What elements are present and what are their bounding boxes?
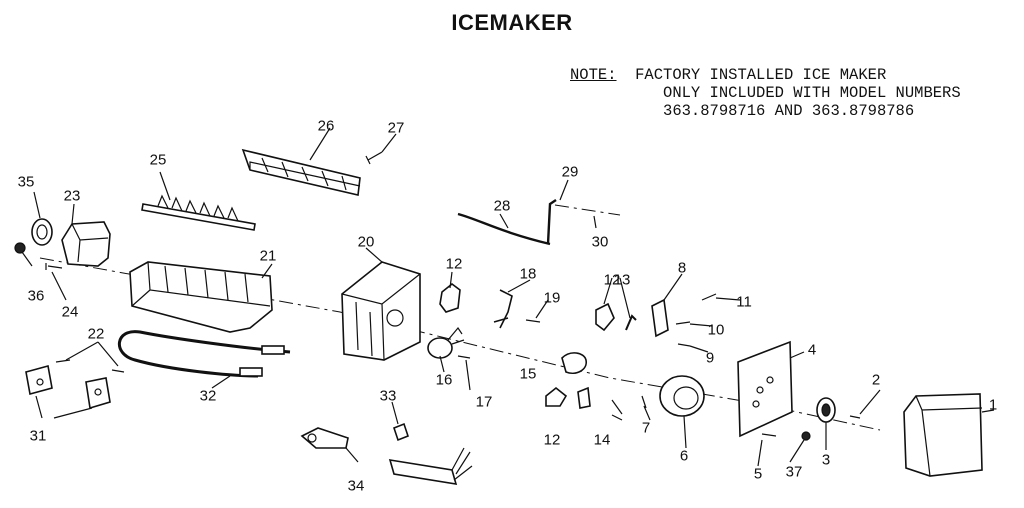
part-27-screw [365,151,383,165]
callout-3: 3 [821,451,831,469]
part-33-clip [393,422,409,442]
part-32-heater [117,330,291,378]
callout-23: 23 [63,187,81,205]
callout-35: 35 [17,173,35,191]
callout-24: 24 [61,303,79,321]
part-28-shutoff-arm [457,199,557,246]
part-9-screw [677,343,691,347]
callout-12-mid: 12 [603,271,621,289]
callout-14: 14 [593,431,611,449]
part-22-screws [55,359,125,373]
callout-10: 10 [707,321,725,339]
part-26-stripper [241,148,361,196]
part-23-cover [61,221,111,267]
assembly-axis-line [39,257,881,431]
wire-harness [388,459,458,485]
part-12-motor-upper [439,282,461,313]
part-16-motor [427,326,465,359]
callout-22: 22 [87,325,105,343]
diagram-title: ICEMAKER [451,10,573,35]
callout-12-upper: 12 [445,255,463,273]
callout-4: 4 [807,341,817,359]
part-35-ring [31,218,53,246]
part-25-ejector [141,194,256,231]
callout-16: 16 [435,371,453,389]
callout-12-lower: 12 [543,431,561,449]
note-line-3: 363.8798716 AND 363.8798786 [663,102,915,120]
callout-28: 28 [493,197,511,215]
callout-18: 18 [519,265,537,283]
callout-21: 21 [259,247,277,265]
part-2-screw [849,415,861,419]
part-12-switch-lower [545,386,568,407]
part-21-mold [129,261,273,333]
part-36-nut [14,242,26,254]
callout-11: 11 [736,293,752,311]
arm-axis-line [554,204,621,216]
callout-19: 19 [543,289,561,307]
callout-6: 6 [679,447,689,465]
part-14-clip [577,386,591,409]
part-5-screw [761,433,777,437]
callout-8: 8 [677,259,687,277]
callout-9: 9 [705,349,715,367]
callout-25: 25 [149,151,167,169]
callout-37: 37 [785,463,803,481]
part-20-housing [341,261,421,361]
callout-17: 17 [475,393,493,411]
part-24-screw [45,263,63,270]
callout-1: 1 [988,396,998,414]
note-label: NOTE: [570,66,617,84]
callout-30: 30 [591,233,609,251]
callout-33: 33 [379,387,397,405]
part-11-screw [701,293,717,301]
part-10-screw [675,321,691,325]
callout-31: 31 [29,427,47,445]
callout-5: 5 [753,465,763,483]
part-4-mounting-plate [737,340,793,438]
part-8-cam [651,298,669,338]
part-7-screw [641,395,647,409]
callout-2: 2 [871,371,881,389]
callout-32: 32 [199,387,217,405]
callout-34: 34 [347,477,365,495]
callout-36: 36 [27,287,45,305]
callout-15: 15 [519,365,537,383]
part-13-spring [625,314,637,331]
part-17-screw [457,355,471,359]
note-line-1: FACTORY INSTALLED ICE MAKER [635,66,887,84]
part-6-timer-motor [659,375,705,417]
callout-26: 26 [317,117,335,135]
note-line-2: ONLY INCLUDED WITH MODEL NUMBERS [663,84,961,102]
wire-leads [451,447,473,481]
part-18-bracket [493,289,513,329]
callout-13: 13 [613,271,631,289]
callout-27: 27 [387,119,405,137]
callout-20: 20 [357,233,375,251]
part-1-front-cover [903,393,983,477]
factory-note: NOTE: FACTORY INSTALLED ICE MAKER ONLY I… [570,66,961,120]
callout-7: 7 [641,419,651,437]
part-12-switch-mid [595,302,615,332]
part-3-knob [816,397,836,423]
part-15-thermostat [561,352,587,375]
part-37-nut [801,431,811,441]
part-19-screw [525,319,541,323]
part-31-brackets [25,364,111,410]
part-34-connector [300,427,349,449]
callout-29: 29 [561,163,579,181]
